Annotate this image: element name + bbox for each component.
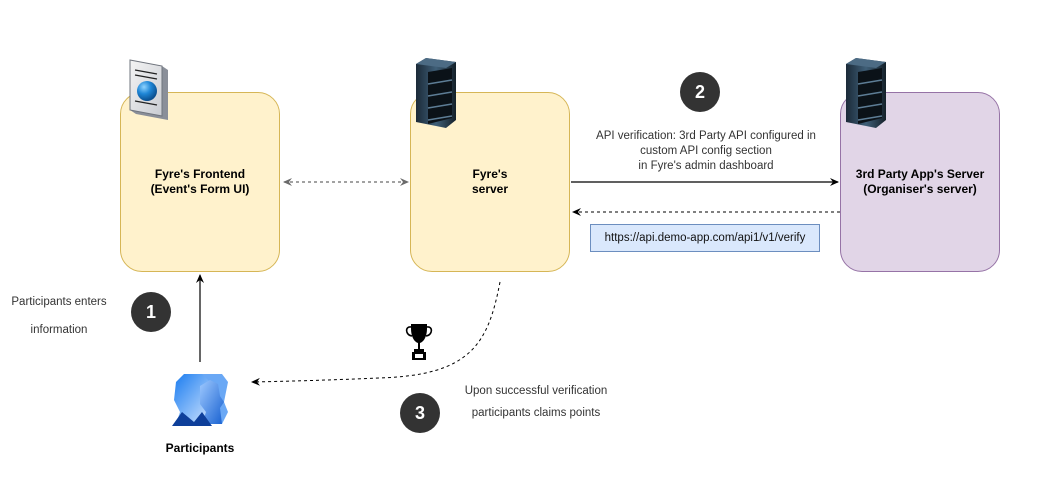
step-3-text: Upon successful verification participant… [464, 385, 608, 419]
frontend-node[interactable]: Fyre's Frontend (Event's Form UI) [120, 92, 280, 272]
frontend-label: Fyre's Frontend (Event's Form UI) [150, 167, 250, 196]
fyre-server-rack-icon [416, 58, 456, 128]
third-party-server-label: 3rd Party App's Server (Organiser's serv… [855, 167, 985, 196]
users-group-icon [172, 374, 228, 426]
api-url-box: https://api.demo-app.com/api1/v1/verify [590, 224, 820, 252]
step-1-badge: 1 [131, 292, 171, 332]
fyre-server-label: Fyre's server [471, 167, 509, 196]
trophy-icon [405, 324, 433, 360]
edge-server-to-participants-curve [251, 281, 501, 386]
third-party-server-rack-icon [846, 58, 886, 128]
step-1-text: Participants enters information [11, 296, 107, 336]
web-page-globe-icon [129, 59, 168, 120]
step-2-text: API verification: 3rd Party API configur… [596, 130, 816, 172]
participants-label: Participants [165, 441, 235, 455]
step-2-badge: 2 [680, 72, 720, 112]
api-url-text: https://api.demo-app.com/api1/v1/verify [604, 232, 806, 244]
step-3-badge: 3 [400, 393, 440, 433]
